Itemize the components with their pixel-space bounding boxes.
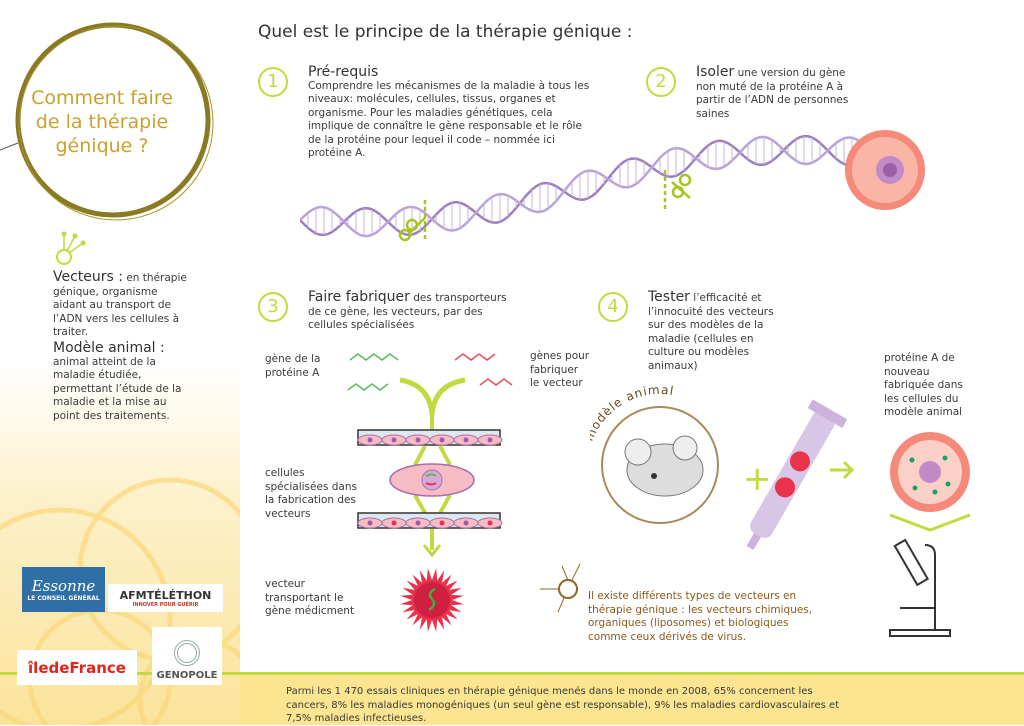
vector-types-note: Il existe différents types de vecteurs e…	[588, 590, 813, 643]
logo-subtext: INNOVER POUR GUÉRIR	[132, 601, 199, 608]
logo-text: Essonne	[31, 577, 96, 595]
step-text: l’efficacité et l’innocuité des vecteurs…	[648, 292, 774, 372]
step-heading: Tester	[648, 289, 690, 305]
microscope-icon	[889, 538, 951, 637]
step-heading: Isoler	[696, 64, 735, 80]
vector-icon	[56, 231, 86, 265]
glossary-term: Modèle animal :	[53, 340, 165, 356]
step-heading: Faire fabriquer	[308, 289, 410, 305]
scissors-icon	[398, 170, 692, 242]
step-number: 3	[258, 292, 288, 322]
glossary-vecteurs: Vecteurs : en thérapie génique, organism…	[53, 269, 193, 340]
dna-helix	[300, 130, 925, 242]
step-number: 1	[258, 67, 288, 97]
mouse-icon	[601, 406, 719, 524]
logo-text: GENOPOLE	[156, 670, 218, 681]
glossary-term: Vecteurs :	[53, 269, 123, 285]
poster-title: Comment faire de la thérapie génique ?	[31, 87, 173, 157]
main-title: Quel est le principe de la thérapie géni…	[258, 22, 633, 42]
label-cells: cellules spécialisées dans la fabricatio…	[265, 467, 357, 520]
label-gene-a: gène de la protéine A	[265, 353, 321, 379]
footer-band: Parmi les 1 470 essais cliniques en thér…	[240, 672, 1024, 725]
glossary-definition: animal atteint de la maladie étudiée, pe…	[53, 355, 182, 422]
label-protein-a: protéine A de nouveau fabriquée dans les…	[884, 352, 963, 418]
footer-text: Parmi les 1 470 essais cliniques en thér…	[286, 686, 840, 724]
testing-diagram: modèle animal +	[590, 383, 971, 637]
step-2: Isoler une version du gène non muté de l…	[696, 64, 866, 121]
label-vector: vecteur transportant le gène médicment	[265, 578, 355, 617]
syringe-icon	[746, 399, 848, 550]
logo-subtext: LE CONSEIL GÉNÉRAL	[27, 595, 100, 602]
step-4: Tester l’efficacité et l’innocuité des v…	[648, 289, 788, 373]
logo-text: AFMTÉLÉTHON	[119, 588, 212, 602]
vector-types-icon	[540, 563, 581, 612]
step-heading: Pré-requis	[308, 64, 379, 80]
logo-ile-de-france: îledeFrance	[17, 650, 137, 685]
step-text: une version du gène non muté de la proté…	[696, 67, 849, 120]
logo-genopole: GENOPOLE	[152, 627, 222, 685]
gene-a-strands	[347, 353, 399, 391]
vector-gene-strands	[454, 353, 513, 386]
vector-production-diagram	[347, 353, 513, 632]
title-circle-ring	[0, 22, 214, 221]
label-genes-vector: gènes pour fabriquer le vecteur	[530, 350, 590, 389]
plus-sign: +	[743, 459, 772, 499]
treated-cell-icon	[890, 432, 970, 512]
step-text: des transporteurs de ce gène, les vecteu…	[308, 292, 507, 331]
cell-icon	[845, 130, 925, 210]
step-number: 4	[598, 292, 628, 322]
virus-icon	[400, 568, 464, 632]
step-3: Faire fabriquer des transporteurs de ce …	[308, 289, 508, 333]
genopole-emblem	[174, 640, 200, 666]
glossary-modele-animal: Modèle animal :animal atteint de la mala…	[53, 340, 193, 423]
step-text: Comprendre les mécanismes de la maladie …	[308, 79, 590, 160]
step-number: 2	[646, 67, 676, 97]
glossary-definition: en thérapie génique, organisme aidant au…	[53, 272, 187, 338]
